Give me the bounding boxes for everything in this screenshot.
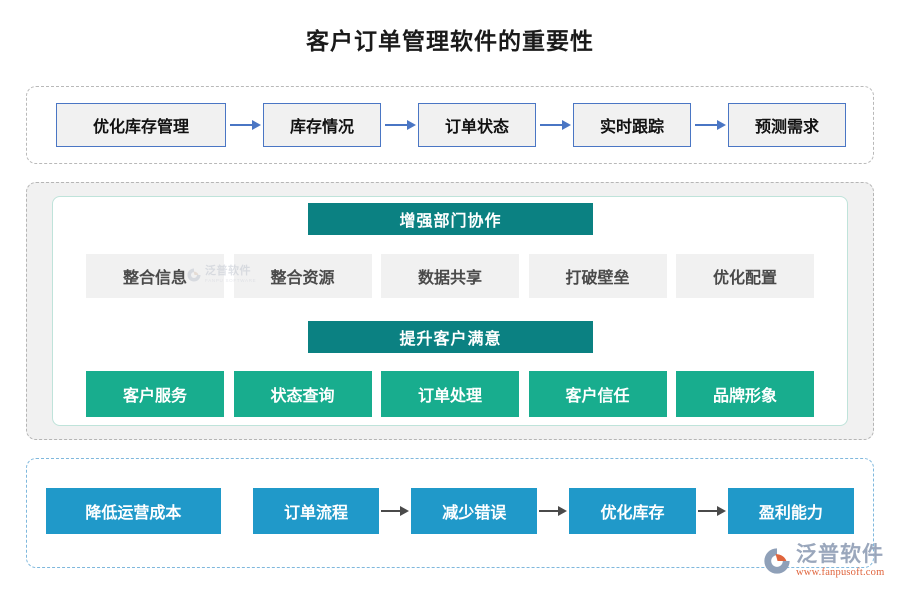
fanpu-logo-icon [762, 546, 792, 576]
flow-spacer [221, 505, 253, 517]
arrow-right-icon [696, 505, 728, 517]
banner-enhance-department-collaboration: 增强部门协作 [308, 203, 593, 235]
top-flow-row: 优化库存管理 库存情况 订单状态 实时跟踪 预测需求 [56, 101, 846, 149]
satisfaction-items-row: 客户服务 状态查询 订单处理 客户信任 品牌形象 [86, 371, 814, 417]
collaboration-items-row: 整合信息 整合资源 数据共享 打破壁垒 优化配置 [86, 254, 814, 298]
flow-node-realtime-tracking[interactable]: 实时跟踪 [573, 103, 691, 147]
bottom-flow-row: 降低运营成本 订单流程 减少错误 优化库存 盈利能力 [46, 487, 854, 535]
flow-node-optimize-inventory-management[interactable]: 优化库存管理 [56, 103, 226, 147]
page-title: 客户订单管理软件的重要性 [306, 28, 594, 54]
banner-improve-customer-satisfaction: 提升客户满意 [308, 321, 593, 353]
logo-company-name: 泛普软件 [796, 543, 884, 566]
chip-integrate-resources[interactable]: 整合资源 [233, 254, 372, 298]
arrow-right-icon [537, 505, 569, 517]
chip-data-sharing[interactable]: 数据共享 [381, 254, 519, 298]
chip-status-query[interactable]: 状态查询 [233, 371, 372, 417]
arrow-right-icon [379, 505, 411, 517]
arrow-right-icon [383, 119, 417, 131]
brand-logo: 泛普软件 www.fanpusoft.com [762, 543, 885, 579]
flow-node-reduce-errors[interactable]: 减少错误 [411, 488, 538, 534]
flow-node-order-process[interactable]: 订单流程 [252, 488, 380, 534]
chip-optimize-allocation[interactable]: 优化配置 [676, 254, 814, 298]
chip-break-barriers[interactable]: 打破壁垒 [528, 254, 667, 298]
chip-integrate-information[interactable]: 整合信息 [86, 254, 224, 298]
logo-website-url: www.fanpusoft.com [796, 567, 885, 579]
flow-node-order-status[interactable]: 订单状态 [418, 103, 536, 147]
flow-node-optimize-inventory[interactable]: 优化库存 [569, 488, 696, 534]
chip-brand-image[interactable]: 品牌形象 [676, 371, 814, 417]
flow-node-inventory-status[interactable]: 库存情况 [263, 103, 381, 147]
arrow-right-icon [538, 119, 572, 131]
chip-order-processing[interactable]: 订单处理 [381, 371, 519, 417]
arrow-right-icon [693, 119, 727, 131]
chip-customer-service[interactable]: 客户服务 [86, 371, 224, 417]
arrow-right-icon [228, 119, 262, 131]
flow-node-profitability[interactable]: 盈利能力 [727, 488, 854, 534]
logo-texts: 泛普软件 www.fanpusoft.com [796, 543, 885, 579]
chip-customer-trust[interactable]: 客户信任 [528, 371, 667, 417]
flow-node-reduce-operating-cost[interactable]: 降低运营成本 [46, 488, 221, 534]
flow-node-demand-forecast[interactable]: 预测需求 [728, 103, 846, 147]
